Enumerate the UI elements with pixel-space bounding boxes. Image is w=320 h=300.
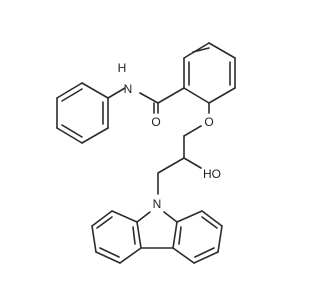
amide-hydrogen-label: H [118, 61, 127, 75]
phenyl-ring [56, 82, 109, 144]
carbazole-right-ring [172, 210, 223, 264]
amide-nitrogen-label: N [124, 82, 133, 96]
carbazole-left-ring [91, 210, 142, 264]
carbonyl-oxygen-label: O [151, 115, 160, 129]
hydroxyl-label: HO [203, 167, 221, 181]
carbazole-nitrogen-label: N [153, 197, 162, 211]
benzamide-ring [183, 42, 236, 104]
chemical-structure: N H O O HO N [56, 42, 236, 264]
propanol-linker [157, 102, 210, 195]
amide-group [107, 87, 185, 114]
carbazole-core [136, 211, 178, 249]
ether-oxygen-label: O [204, 115, 213, 129]
